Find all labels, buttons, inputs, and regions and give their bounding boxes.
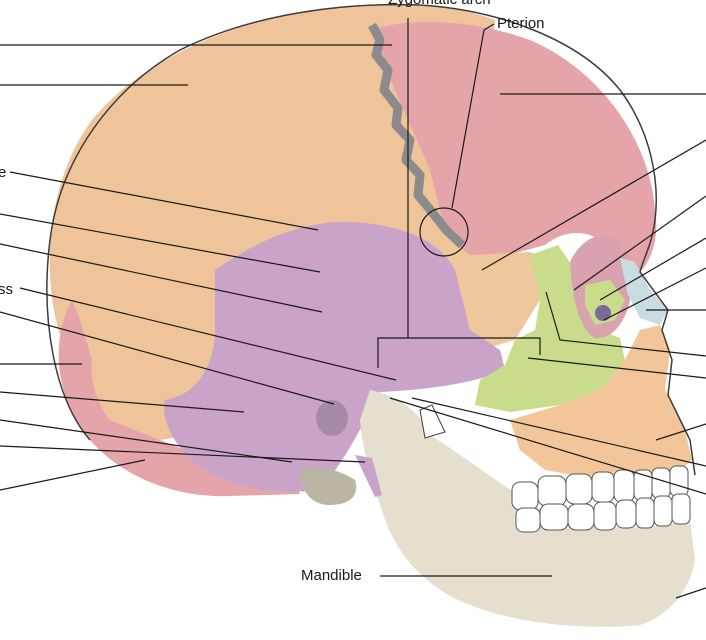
tooth [593,501,617,531]
leader-line [527,357,706,379]
leader-line [675,587,706,599]
mandibular-notch [419,404,446,439]
maxilla-bone [510,325,692,478]
coronal-suture [368,22,466,249]
leader-line [481,139,706,271]
label-e-fragment: e [0,164,6,181]
pterion-circle [419,207,469,257]
tooth [613,469,635,503]
leader-line [9,171,319,231]
temporal-bone [164,221,505,492]
sphenoid-bone [440,235,555,350]
styloid-process [355,455,382,497]
leader-line [377,337,541,368]
label-mandible: Mandible [301,567,362,584]
leader-line [0,459,146,491]
labels: Zygomatic arch Pterion e ss Mandible [0,0,545,584]
leader-line [599,237,706,301]
tooth [651,467,671,499]
tooth [565,473,593,505]
mastoid-process [300,468,357,505]
tooth [669,465,689,497]
zygomatic-bone [475,245,625,412]
leader-line [0,419,293,463]
tooth [671,493,691,525]
tooth [653,495,673,527]
leader-line [545,291,706,357]
external-acoustic-meatus [316,400,348,436]
parietal-bone [49,4,495,440]
leader-line [655,423,706,441]
leader-line [411,397,706,467]
tooth [567,503,595,531]
label-zygomatic-arch: Zygomatic arch [388,0,491,8]
skull-outline [46,3,696,476]
leader-line [0,391,245,413]
leader-line [0,243,323,313]
tooth [511,481,539,511]
label-pterion: Pterion [497,15,545,32]
teeth [511,465,691,533]
tooth [515,507,541,533]
leader-lines [0,18,706,599]
frontal-bone [370,21,657,272]
tooth [635,497,655,529]
lacrimal-fossa [595,305,611,321]
leader-line [603,267,706,321]
nasal-bone [620,258,668,325]
leader-line [0,213,321,273]
leader-line [451,23,495,209]
leader-line [0,311,335,405]
leader-line [389,397,706,495]
tooth [591,471,615,503]
tooth [537,475,567,507]
label-ss-fragment: ss [0,281,13,298]
occipital-bone [58,300,300,497]
leader-line [573,195,706,291]
tooth [615,499,637,529]
skull-illustration [46,3,696,627]
leader-line [19,287,397,381]
tooth [539,503,569,531]
leader-line [0,445,366,463]
